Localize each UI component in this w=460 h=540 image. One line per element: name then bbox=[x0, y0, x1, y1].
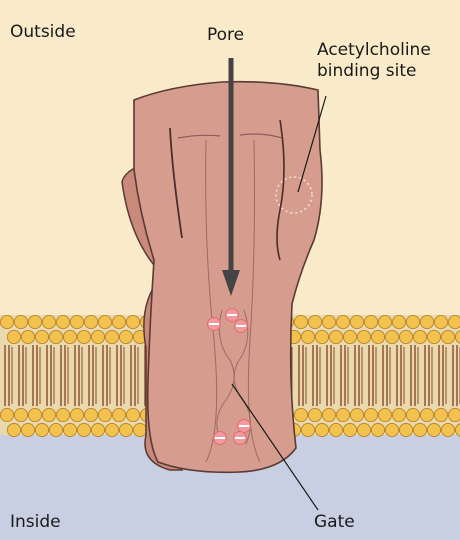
lipid-head bbox=[434, 408, 447, 421]
lipid-head bbox=[119, 330, 132, 343]
negative-charge-ring-icon bbox=[208, 318, 221, 331]
lipid-head bbox=[308, 408, 321, 421]
lipid-head bbox=[343, 423, 356, 436]
lipid-head bbox=[294, 315, 307, 328]
gate-label: Gate bbox=[314, 512, 355, 533]
lipid-head bbox=[427, 330, 440, 343]
lipid-head bbox=[42, 315, 55, 328]
lipid-head bbox=[406, 408, 419, 421]
lipid-head bbox=[364, 408, 377, 421]
lipid-head bbox=[399, 423, 412, 436]
lipid-head bbox=[434, 315, 447, 328]
lipid-head bbox=[63, 423, 76, 436]
lipid-head bbox=[84, 315, 97, 328]
lipid-head bbox=[91, 330, 104, 343]
lipid-head bbox=[98, 408, 111, 421]
lipid-head bbox=[126, 408, 139, 421]
lipid-head bbox=[112, 315, 125, 328]
lipid-head bbox=[350, 315, 363, 328]
lipid-head bbox=[133, 423, 146, 436]
lipid-head bbox=[378, 408, 391, 421]
lipid-head bbox=[77, 423, 90, 436]
lipid-head bbox=[63, 330, 76, 343]
negative-charge-ring-icon bbox=[226, 309, 239, 322]
acetylcholine-label-line-2: binding site bbox=[317, 61, 431, 82]
lipid-head bbox=[364, 315, 377, 328]
lipid-head bbox=[126, 315, 139, 328]
inside-label: Inside bbox=[10, 512, 61, 533]
lipid-head bbox=[315, 423, 328, 436]
lipid-head bbox=[336, 408, 349, 421]
lipid-head bbox=[448, 315, 460, 328]
negative-charge-ring-icon bbox=[235, 320, 248, 333]
lipid-head bbox=[413, 423, 426, 436]
lipid-head bbox=[350, 408, 363, 421]
lipid-head bbox=[70, 315, 83, 328]
lipid-head bbox=[357, 423, 370, 436]
lipid-head bbox=[42, 408, 55, 421]
lipid-head bbox=[0, 408, 13, 421]
lipid-head bbox=[49, 330, 62, 343]
lipid-head bbox=[315, 330, 328, 343]
lipid-head bbox=[392, 315, 405, 328]
lipid-head bbox=[371, 423, 384, 436]
lipid-head bbox=[7, 423, 20, 436]
lipid-head bbox=[308, 315, 321, 328]
lipid-head bbox=[343, 330, 356, 343]
lipid-head bbox=[385, 423, 398, 436]
lipid-head bbox=[294, 408, 307, 421]
lipid-head bbox=[413, 330, 426, 343]
lipid-head bbox=[336, 315, 349, 328]
lipid-head bbox=[28, 408, 41, 421]
lipid-head bbox=[399, 330, 412, 343]
lipid-head bbox=[406, 315, 419, 328]
lipid-head bbox=[35, 423, 48, 436]
lipid-head bbox=[84, 408, 97, 421]
lipid-head bbox=[77, 330, 90, 343]
lipid-head bbox=[329, 330, 342, 343]
lipid-head bbox=[14, 408, 27, 421]
lipid-head bbox=[105, 423, 118, 436]
lipid-head bbox=[49, 423, 62, 436]
lipid-head bbox=[329, 423, 342, 436]
lipid-head bbox=[70, 408, 83, 421]
lipid-head bbox=[105, 330, 118, 343]
lipid-head bbox=[385, 330, 398, 343]
lipid-head bbox=[98, 315, 111, 328]
lipid-head bbox=[91, 423, 104, 436]
acetylcholine-binding-site-label: Acetylcholine binding site bbox=[317, 40, 431, 82]
lipid-head bbox=[448, 408, 460, 421]
lipid-head bbox=[301, 330, 314, 343]
lipid-head bbox=[427, 423, 440, 436]
lipid-head bbox=[112, 408, 125, 421]
lipid-head bbox=[441, 330, 454, 343]
lipid-head bbox=[119, 423, 132, 436]
lipid-head bbox=[441, 423, 454, 436]
lipid-head bbox=[371, 330, 384, 343]
lipid-head bbox=[357, 330, 370, 343]
lipid-head bbox=[420, 408, 433, 421]
lipid-head bbox=[378, 315, 391, 328]
lipid-head bbox=[56, 408, 69, 421]
lipid-head bbox=[21, 330, 34, 343]
lipid-head bbox=[322, 315, 335, 328]
lipid-head bbox=[28, 315, 41, 328]
negative-charge-ring-icon bbox=[234, 432, 247, 445]
lipid-head bbox=[35, 330, 48, 343]
acetylcholine-label-line-1: Acetylcholine bbox=[317, 40, 431, 61]
negative-charge-ring-icon bbox=[214, 432, 227, 445]
lipid-head bbox=[322, 408, 335, 421]
lipid-head bbox=[0, 315, 13, 328]
negative-charge-ring-icon bbox=[238, 420, 251, 433]
pore-label: Pore bbox=[207, 25, 244, 46]
lipid-head bbox=[420, 315, 433, 328]
lipid-head bbox=[56, 315, 69, 328]
lipid-head bbox=[14, 315, 27, 328]
lipid-head bbox=[21, 423, 34, 436]
lipid-head bbox=[301, 423, 314, 436]
lipid-head bbox=[7, 330, 20, 343]
outside-label: Outside bbox=[10, 22, 76, 43]
lipid-head bbox=[392, 408, 405, 421]
